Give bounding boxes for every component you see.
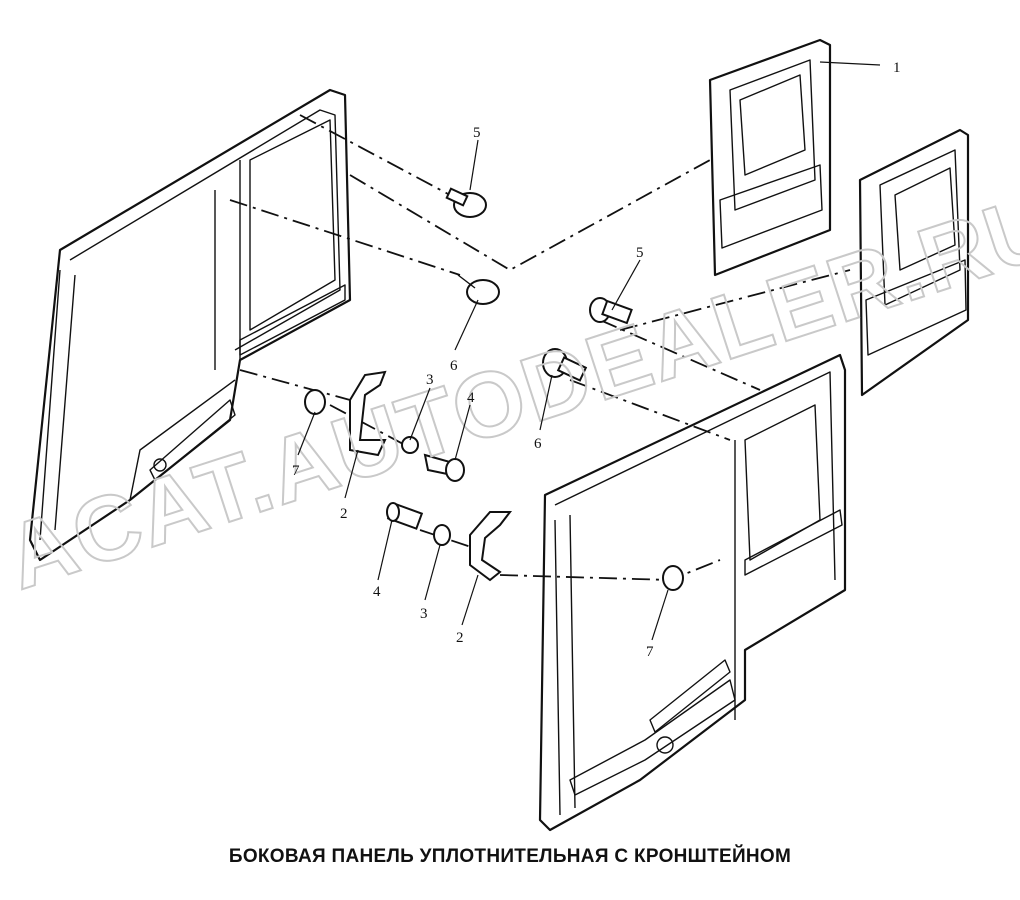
callout-4-upper: 4 bbox=[467, 390, 475, 406]
callout-2-lower: 2 bbox=[456, 630, 464, 646]
callout-6-upper: 6 bbox=[450, 358, 458, 374]
callout-5-right: 5 bbox=[636, 245, 644, 261]
right-side-frame bbox=[538, 353, 847, 832]
assembly-lines bbox=[229, 114, 851, 581]
small-parts bbox=[304, 187, 684, 591]
callout-2-left: 2 bbox=[340, 506, 348, 522]
callout-7-lower: 7 bbox=[646, 644, 654, 660]
door-panel-right bbox=[858, 128, 970, 397]
callout-labels: 1 5 6 3 4 7 2 5 6 4 3 2 7 bbox=[292, 60, 901, 660]
left-side-frame bbox=[28, 88, 352, 562]
door-panel-upper bbox=[708, 38, 832, 277]
callout-5-upper: 5 bbox=[473, 125, 481, 141]
leader-lines bbox=[297, 61, 881, 641]
diagram-caption: БОКОВАЯ ПАНЕЛЬ УПЛОТНИТЕЛЬНАЯ С КРОНШТЕЙ… bbox=[228, 846, 792, 867]
callout-4-lower: 4 bbox=[373, 584, 381, 600]
callout-3-lower: 3 bbox=[420, 606, 428, 622]
callout-7-left: 7 bbox=[292, 463, 300, 479]
callout-1: 1 bbox=[893, 60, 901, 76]
callout-6-right: 6 bbox=[534, 436, 542, 452]
callout-3-upper: 3 bbox=[426, 372, 434, 388]
